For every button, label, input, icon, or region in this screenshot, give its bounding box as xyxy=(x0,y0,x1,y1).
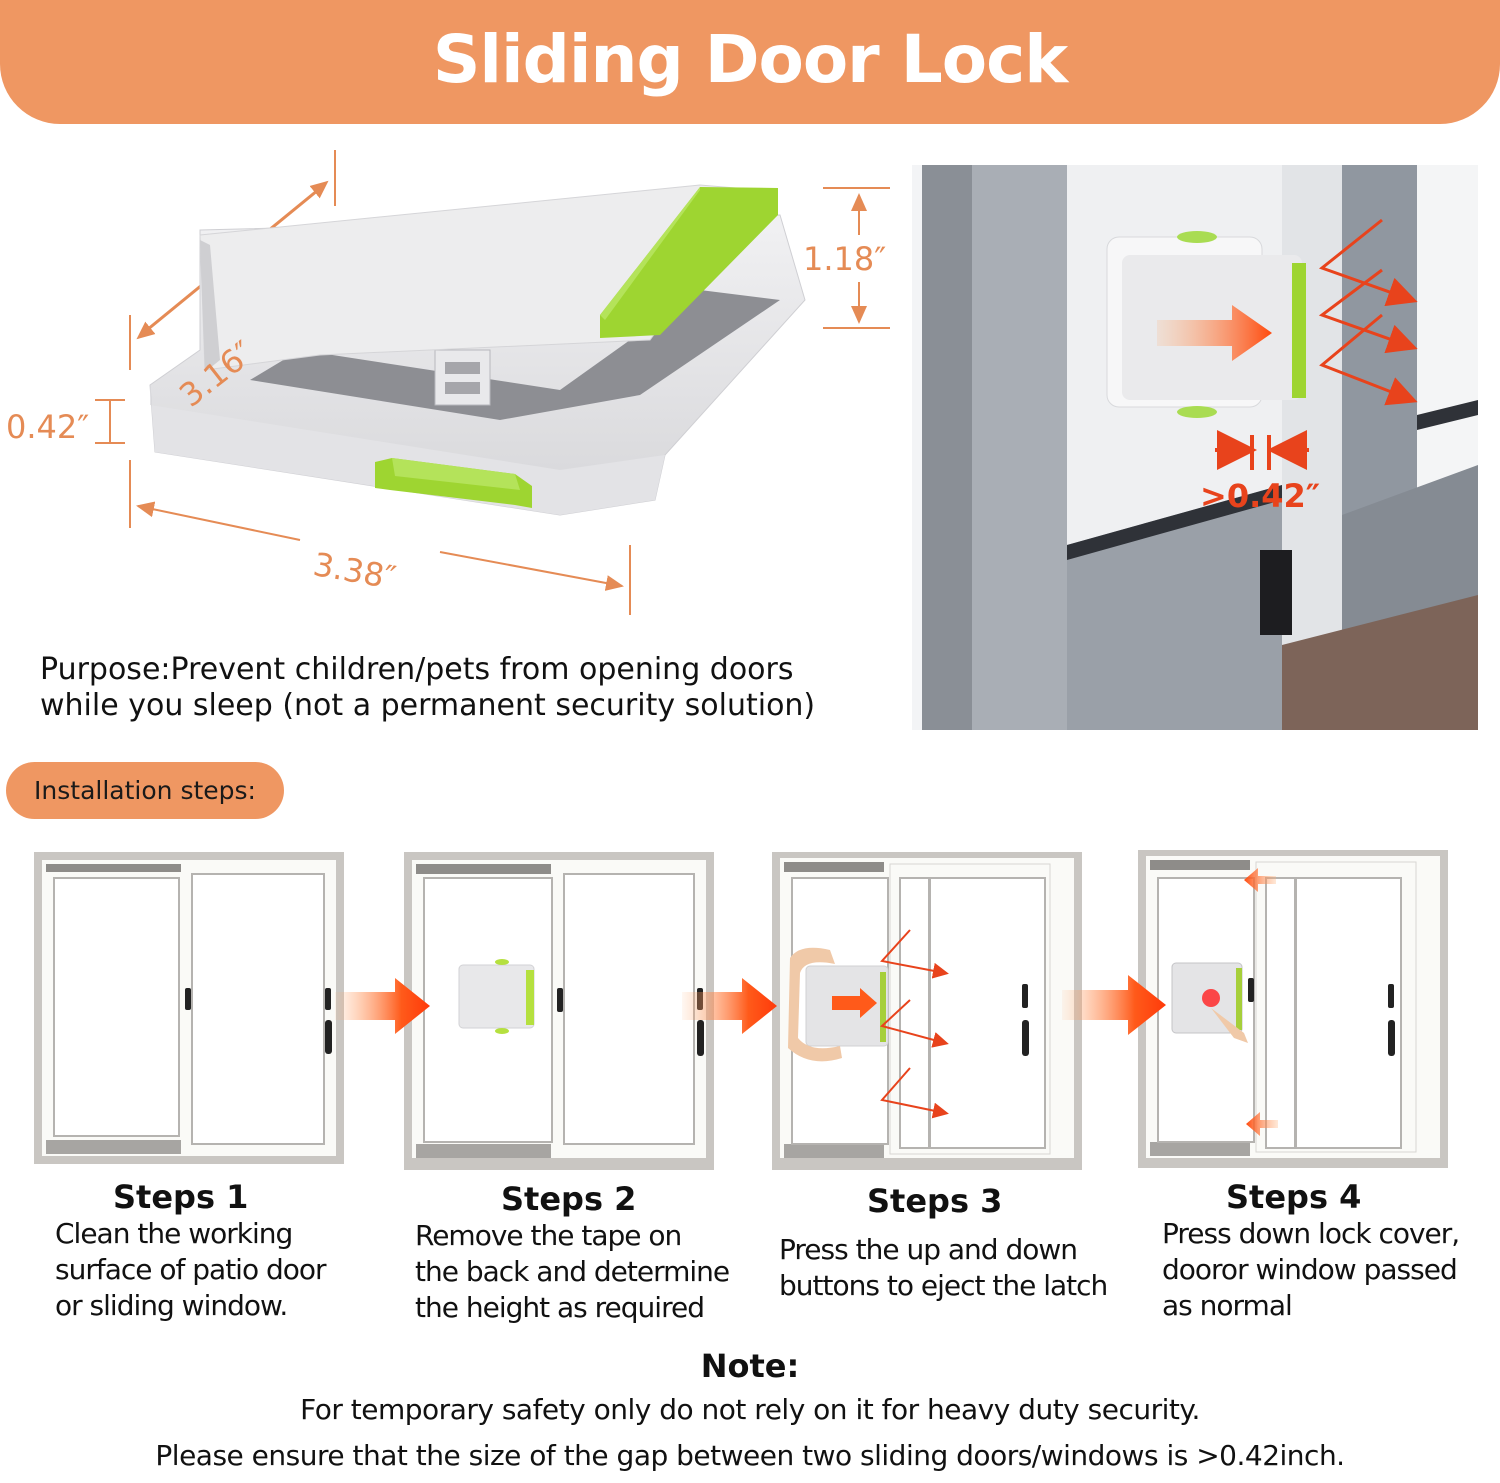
gap-requirement-label: >0.42″ xyxy=(1200,477,1321,515)
step-1-illustration xyxy=(34,852,344,1164)
step-4-desc-line-1: Press down lock cover, xyxy=(1162,1217,1460,1250)
step-4-desc-line-3: as normal xyxy=(1162,1289,1293,1322)
step-2-title: Steps 2 xyxy=(501,1180,637,1218)
step-3-illustration xyxy=(772,852,1082,1170)
purpose-line-2: while you sleep (not a permanent securit… xyxy=(40,688,816,723)
page-title: Sliding Door Lock xyxy=(432,20,1068,98)
height-dimension-label: 1.18″ xyxy=(803,240,887,278)
step-4-illustration xyxy=(1138,850,1448,1168)
step-4-caption: Steps 4 Press down lock cover, dooror wi… xyxy=(1162,1178,1460,1324)
base-thickness-dimension-label: 0.42″ xyxy=(6,408,90,446)
product-dimension-diagram: 3.16″ 1.18″ 0.42″ 3.38″ xyxy=(0,140,900,640)
purpose-description: Purpose:Prevent children/pets from openi… xyxy=(40,652,900,724)
note-title: Note: xyxy=(700,1347,800,1385)
step-2-desc-line-1: Remove the tape on xyxy=(415,1219,682,1252)
step-4-desc-line-2: dooror window passed xyxy=(1162,1253,1458,1286)
step-1-caption: Steps 1 Clean the working surface of pat… xyxy=(55,1178,327,1324)
installation-steps-label: Installation steps: xyxy=(6,762,284,819)
step-3-desc-line-1: Press the up and down xyxy=(779,1233,1078,1266)
purpose-line-1: Purpose:Prevent children/pets from openi… xyxy=(40,652,794,687)
step-2-desc-line-3: the height as required xyxy=(415,1291,705,1324)
arrow-right-icon xyxy=(1062,975,1166,1035)
installed-door-illustration xyxy=(912,165,1478,730)
step-1-desc-line-1: Clean the working xyxy=(55,1217,293,1250)
step-1-desc-line-2: surface of patio door xyxy=(55,1253,327,1286)
title-banner: Sliding Door Lock xyxy=(0,0,1500,124)
step-2-illustration xyxy=(404,852,714,1170)
step-1-title: Steps 1 xyxy=(113,1178,249,1216)
step-4-title: Steps 4 xyxy=(1226,1178,1362,1216)
note-line-1: For temporary safety only do not rely on… xyxy=(300,1393,1200,1426)
note-line-2: Please ensure that the size of the gap b… xyxy=(155,1439,1345,1472)
lock-product-illustration xyxy=(95,150,890,615)
step-2-caption: Steps 2 Remove the tape on the back and … xyxy=(415,1180,730,1326)
step-3-desc-line-2: buttons to eject the latch xyxy=(779,1269,1108,1302)
installed-lock-photo: >0.42″ xyxy=(912,165,1478,730)
step-3-caption: Steps 3 Press the up and down buttons to… xyxy=(779,1182,1108,1304)
arrow-right-icon xyxy=(335,978,430,1034)
step-3-title: Steps 3 xyxy=(867,1182,1003,1220)
note-section: Note: For temporary safety only do not r… xyxy=(0,1345,1500,1479)
step-2-desc-line-2: the back and determine xyxy=(415,1255,730,1288)
step-1-desc-line-3: or sliding window. xyxy=(55,1289,288,1322)
arrow-right-icon xyxy=(682,978,777,1034)
